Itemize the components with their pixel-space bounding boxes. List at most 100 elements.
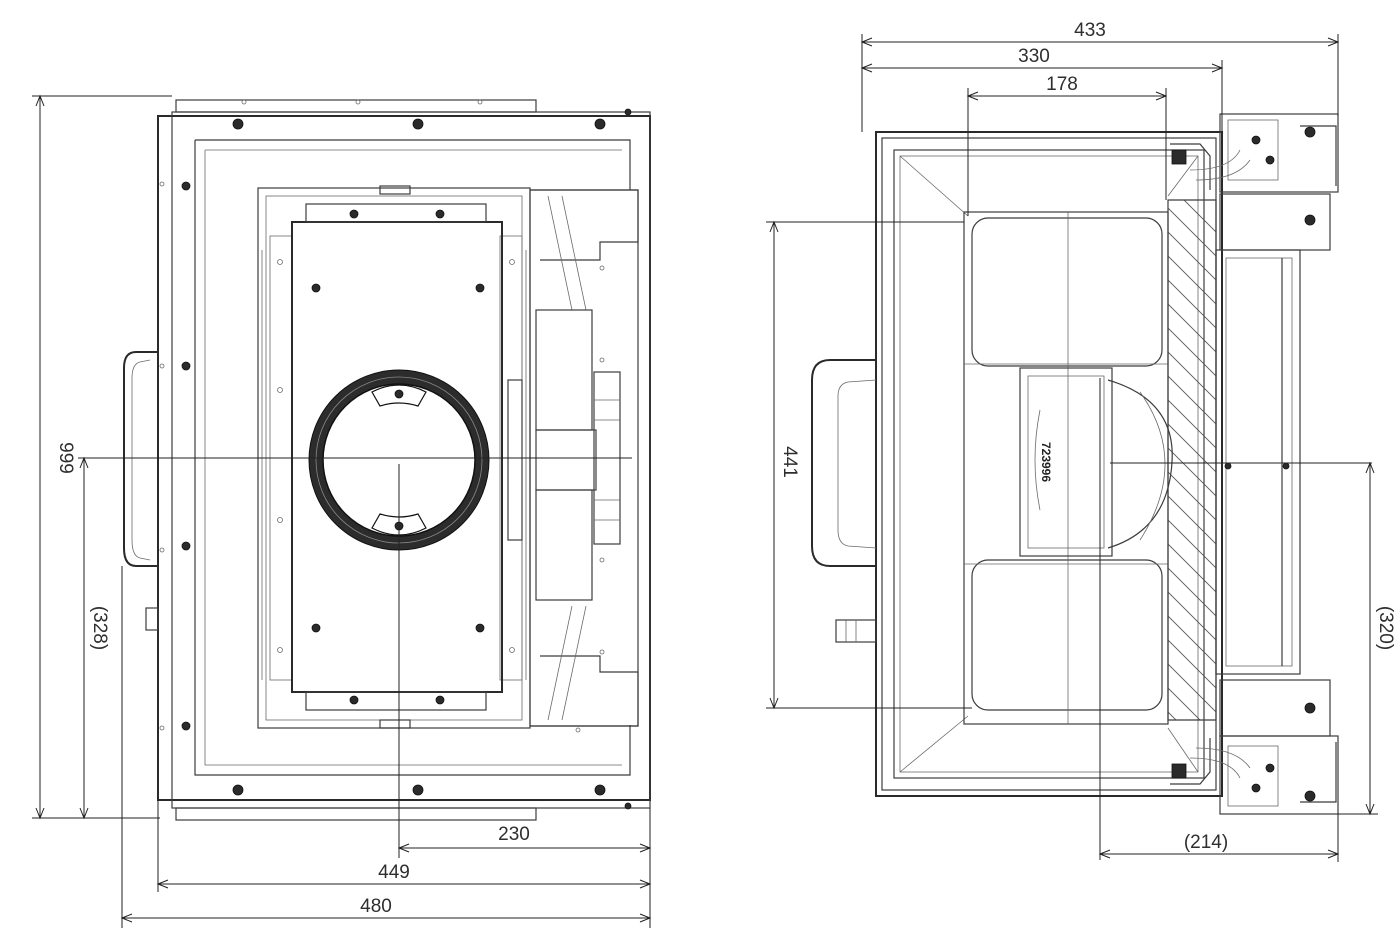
right-bottom-bracket bbox=[1170, 679, 1339, 815]
bolt-icon bbox=[349, 695, 359, 705]
dim-label-480: 480 bbox=[360, 896, 392, 917]
left-module-bottom-tab bbox=[379, 719, 411, 729]
bolt-icon bbox=[1265, 155, 1275, 165]
left-handle bbox=[123, 351, 158, 567]
dim-label-230: 230 bbox=[498, 824, 530, 845]
left-small-holes bbox=[159, 99, 605, 733]
left-side-slant-top bbox=[547, 195, 587, 311]
bolt-icon bbox=[349, 209, 359, 219]
dim-label-178: 178 bbox=[1046, 74, 1078, 95]
bolt-icon bbox=[1251, 135, 1261, 145]
bolt-icon bbox=[412, 118, 424, 130]
bolt-icon bbox=[624, 108, 632, 116]
left-motor-hub bbox=[535, 429, 597, 491]
right-inner-box bbox=[963, 211, 1169, 725]
bolt-icon bbox=[1304, 702, 1316, 714]
right-inner-grid bbox=[964, 212, 1168, 724]
bolt-icon bbox=[1304, 214, 1316, 226]
left-fan-plate-top-bar bbox=[305, 203, 487, 223]
right-fan-box-inner bbox=[1027, 375, 1105, 549]
right-fan-label: 723996 bbox=[1039, 442, 1053, 482]
dim-left-width-offset: 230 bbox=[397, 808, 652, 928]
bolt-icon bbox=[1265, 763, 1275, 773]
dim-label-449: 449 bbox=[378, 862, 410, 883]
left-side-slant-bottom bbox=[547, 605, 587, 721]
bolt-icon bbox=[594, 784, 606, 796]
right-hatched-section bbox=[1168, 200, 1216, 720]
left-module-edge-detail bbox=[261, 250, 527, 680]
left-side-bracket-top bbox=[530, 189, 639, 261]
right-inner-tray-bottom bbox=[971, 559, 1163, 711]
right-panel-outer bbox=[875, 131, 1223, 797]
left-connector bbox=[507, 379, 523, 541]
right-handle-inner bbox=[837, 379, 877, 549]
right-fan-box bbox=[1019, 367, 1113, 557]
left-module-top-tab bbox=[379, 185, 411, 195]
bolt-icon bbox=[311, 283, 321, 293]
left-motor-block-bottom bbox=[535, 489, 593, 601]
left-housing-bolts bbox=[181, 108, 632, 810]
dim-right-height-lower: (320) bbox=[1338, 461, 1396, 816]
bolt-icon bbox=[1224, 462, 1232, 470]
bolt-icon bbox=[232, 784, 244, 796]
dim-right-width-total: 433 bbox=[860, 20, 1340, 132]
bolt-icon bbox=[1304, 126, 1316, 138]
dim-right-width-inner: 178 bbox=[966, 74, 1168, 216]
right-hatched-outline bbox=[1167, 199, 1217, 721]
left-fan-top-bolt-icon bbox=[394, 389, 404, 399]
right-panel-border-2 bbox=[893, 149, 1205, 779]
bolt-icon bbox=[475, 283, 485, 293]
dim-label-441: 441 bbox=[779, 446, 800, 478]
bolt-icon bbox=[412, 784, 424, 796]
bolt-icon bbox=[594, 118, 606, 130]
left-handle-inner bbox=[131, 359, 151, 561]
dim-left-width-total: 480 bbox=[120, 566, 652, 928]
left-motor-clamp-detail bbox=[594, 399, 620, 521]
dim-right-width-mid: 330 bbox=[860, 46, 1224, 132]
dim-label-433: 433 bbox=[1074, 20, 1106, 41]
dim-label-330: 330 bbox=[1018, 46, 1050, 67]
bolt-icon bbox=[624, 802, 632, 810]
right-fan-arc-inner bbox=[1034, 391, 1166, 541]
dim-left-width-inner: 449 bbox=[156, 800, 652, 892]
bolt-icon bbox=[1251, 783, 1261, 793]
right-panel-border-3 bbox=[899, 155, 1199, 773]
left-frame-u-inner bbox=[204, 149, 622, 766]
dim-right-height-inner: 441 bbox=[766, 220, 972, 710]
right-fan-arc bbox=[1107, 379, 1173, 549]
right-rail-inner bbox=[1225, 257, 1293, 667]
right-small-tab-detail bbox=[845, 620, 857, 642]
right-inner-tray-top bbox=[971, 217, 1163, 367]
left-fan-plate-bottom-bar bbox=[305, 691, 487, 711]
right-perspective-lines bbox=[899, 155, 1199, 773]
left-bottom-flange bbox=[175, 807, 537, 821]
bolt-icon bbox=[181, 721, 191, 731]
bolt-icon bbox=[232, 118, 244, 130]
right-top-bracket bbox=[1170, 113, 1339, 251]
bolt-icon bbox=[435, 695, 445, 705]
left-top-flange bbox=[175, 99, 537, 113]
dim-label-328: (328) bbox=[89, 606, 110, 650]
dim-left-height-lower: (328) bbox=[79, 456, 110, 820]
bolt-icon bbox=[311, 623, 321, 633]
left-small-tab bbox=[145, 607, 159, 631]
right-rail-frame bbox=[1215, 249, 1301, 675]
dim-label-999: 999 bbox=[55, 442, 76, 474]
left-side-bracket-bottom bbox=[530, 655, 639, 727]
dim-right-width-lower: (214) bbox=[1098, 814, 1340, 862]
dim-left-height-total: 999 bbox=[32, 94, 172, 820]
bolt-icon bbox=[475, 623, 485, 633]
bolt-icon bbox=[1282, 462, 1290, 470]
dim-label-214: (214) bbox=[1184, 832, 1228, 853]
bolt-icon bbox=[435, 209, 445, 219]
bolt-icon bbox=[1304, 790, 1316, 802]
left-view: 999 (328) 230 449 bbox=[32, 94, 652, 928]
right-handle bbox=[811, 359, 876, 567]
bolt-icon bbox=[181, 181, 191, 191]
bolt-icon bbox=[181, 361, 191, 371]
left-motor-block-top bbox=[535, 309, 593, 431]
dim-label-320: (320) bbox=[1375, 606, 1396, 650]
right-view: 723996 bbox=[766, 20, 1396, 862]
bolt-icon bbox=[181, 541, 191, 551]
